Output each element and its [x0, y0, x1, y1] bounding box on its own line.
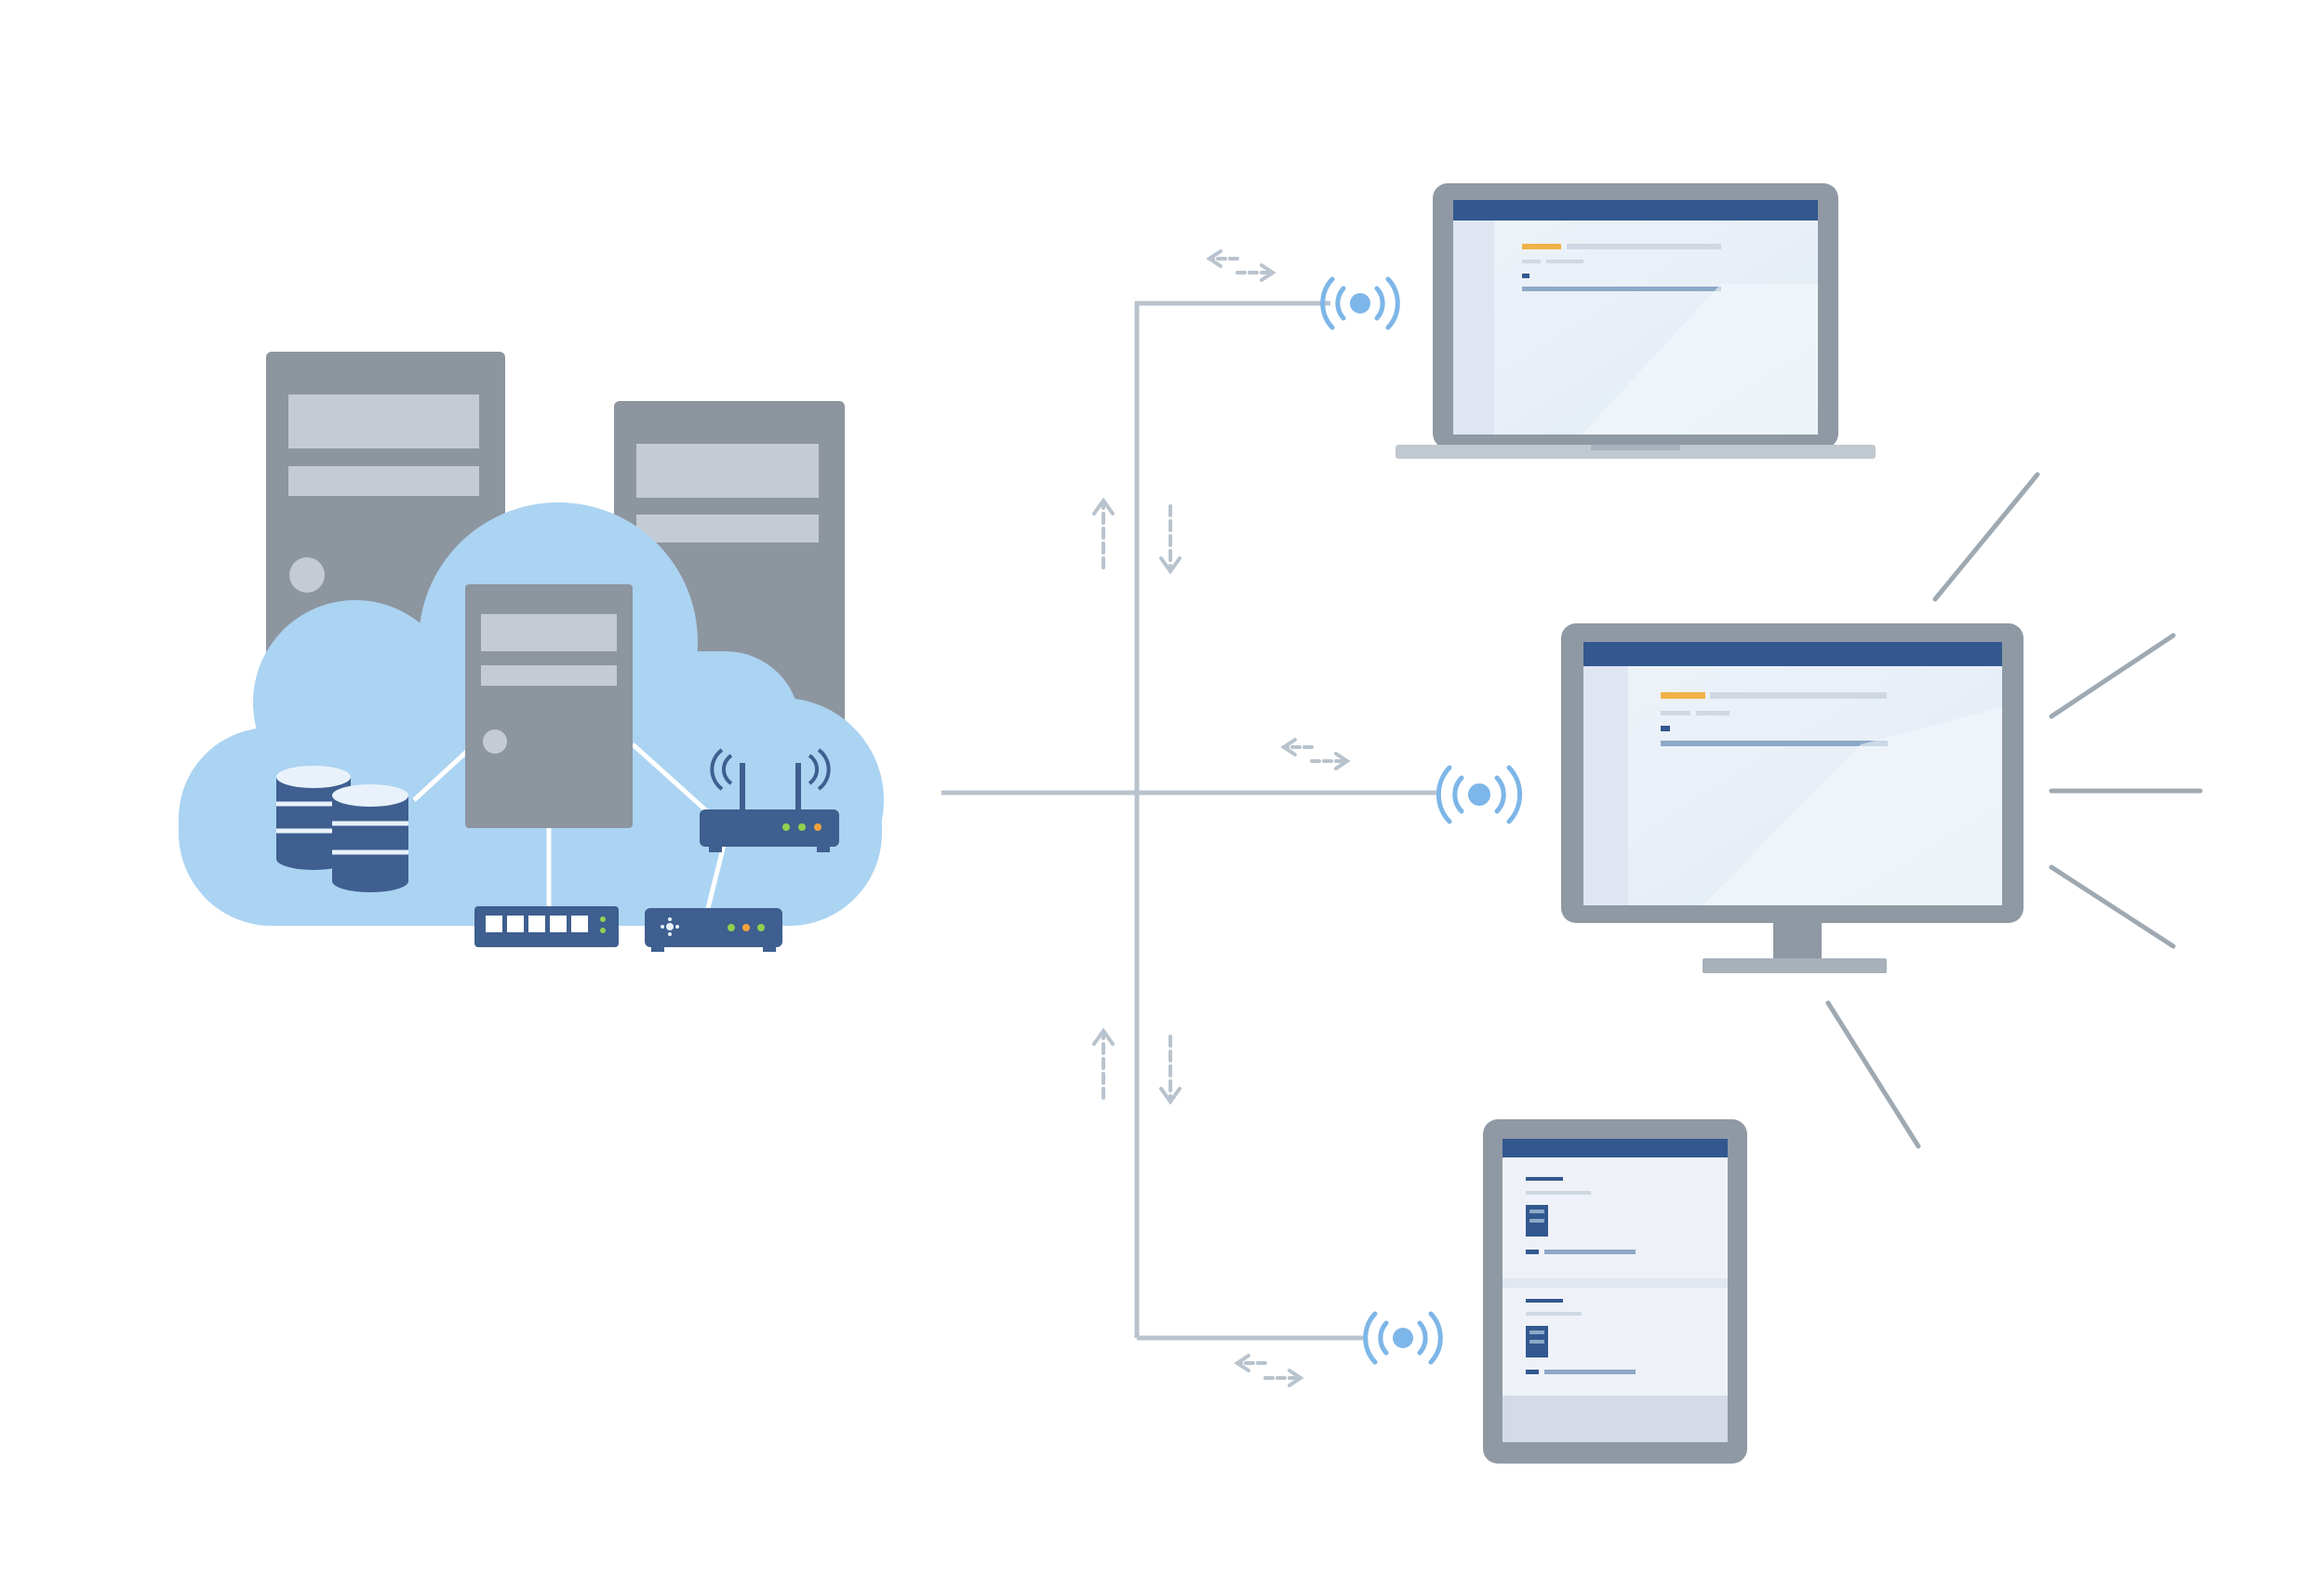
internal-links [412, 742, 728, 914]
wifi-signal-icon [1320, 276, 1400, 330]
database-icon [332, 784, 408, 892]
bidirectional-arrow-icon [1092, 497, 1182, 575]
bidirectional-arrow-icon [1092, 1027, 1182, 1105]
laptop-icon [1396, 183, 1876, 459]
tablet-icon [1483, 1119, 1747, 1464]
cloud-infrastructure [179, 352, 884, 952]
monitor-icon [1561, 472, 2203, 1149]
wifi-signals [1320, 276, 1523, 1365]
wifi-signal-icon [1363, 1311, 1443, 1365]
branch-line-laptop [1134, 301, 1330, 793]
bidirectional-arrow-icon [1206, 249, 1276, 282]
server-icon [465, 584, 633, 828]
modem-icon [645, 908, 782, 952]
monitor-glow-rays [1825, 472, 2203, 1149]
network-switch-icon [474, 906, 619, 947]
dataflow-arrows [1092, 497, 1182, 1105]
router-icon [700, 748, 839, 852]
bidirectional-arrow-icon [1234, 1354, 1304, 1387]
connection-lines [942, 301, 1437, 1341]
wifi-signal-icon [1436, 765, 1523, 824]
horizontal-arrows [1206, 249, 1351, 1387]
bidirectional-arrow-icon [1280, 738, 1351, 770]
